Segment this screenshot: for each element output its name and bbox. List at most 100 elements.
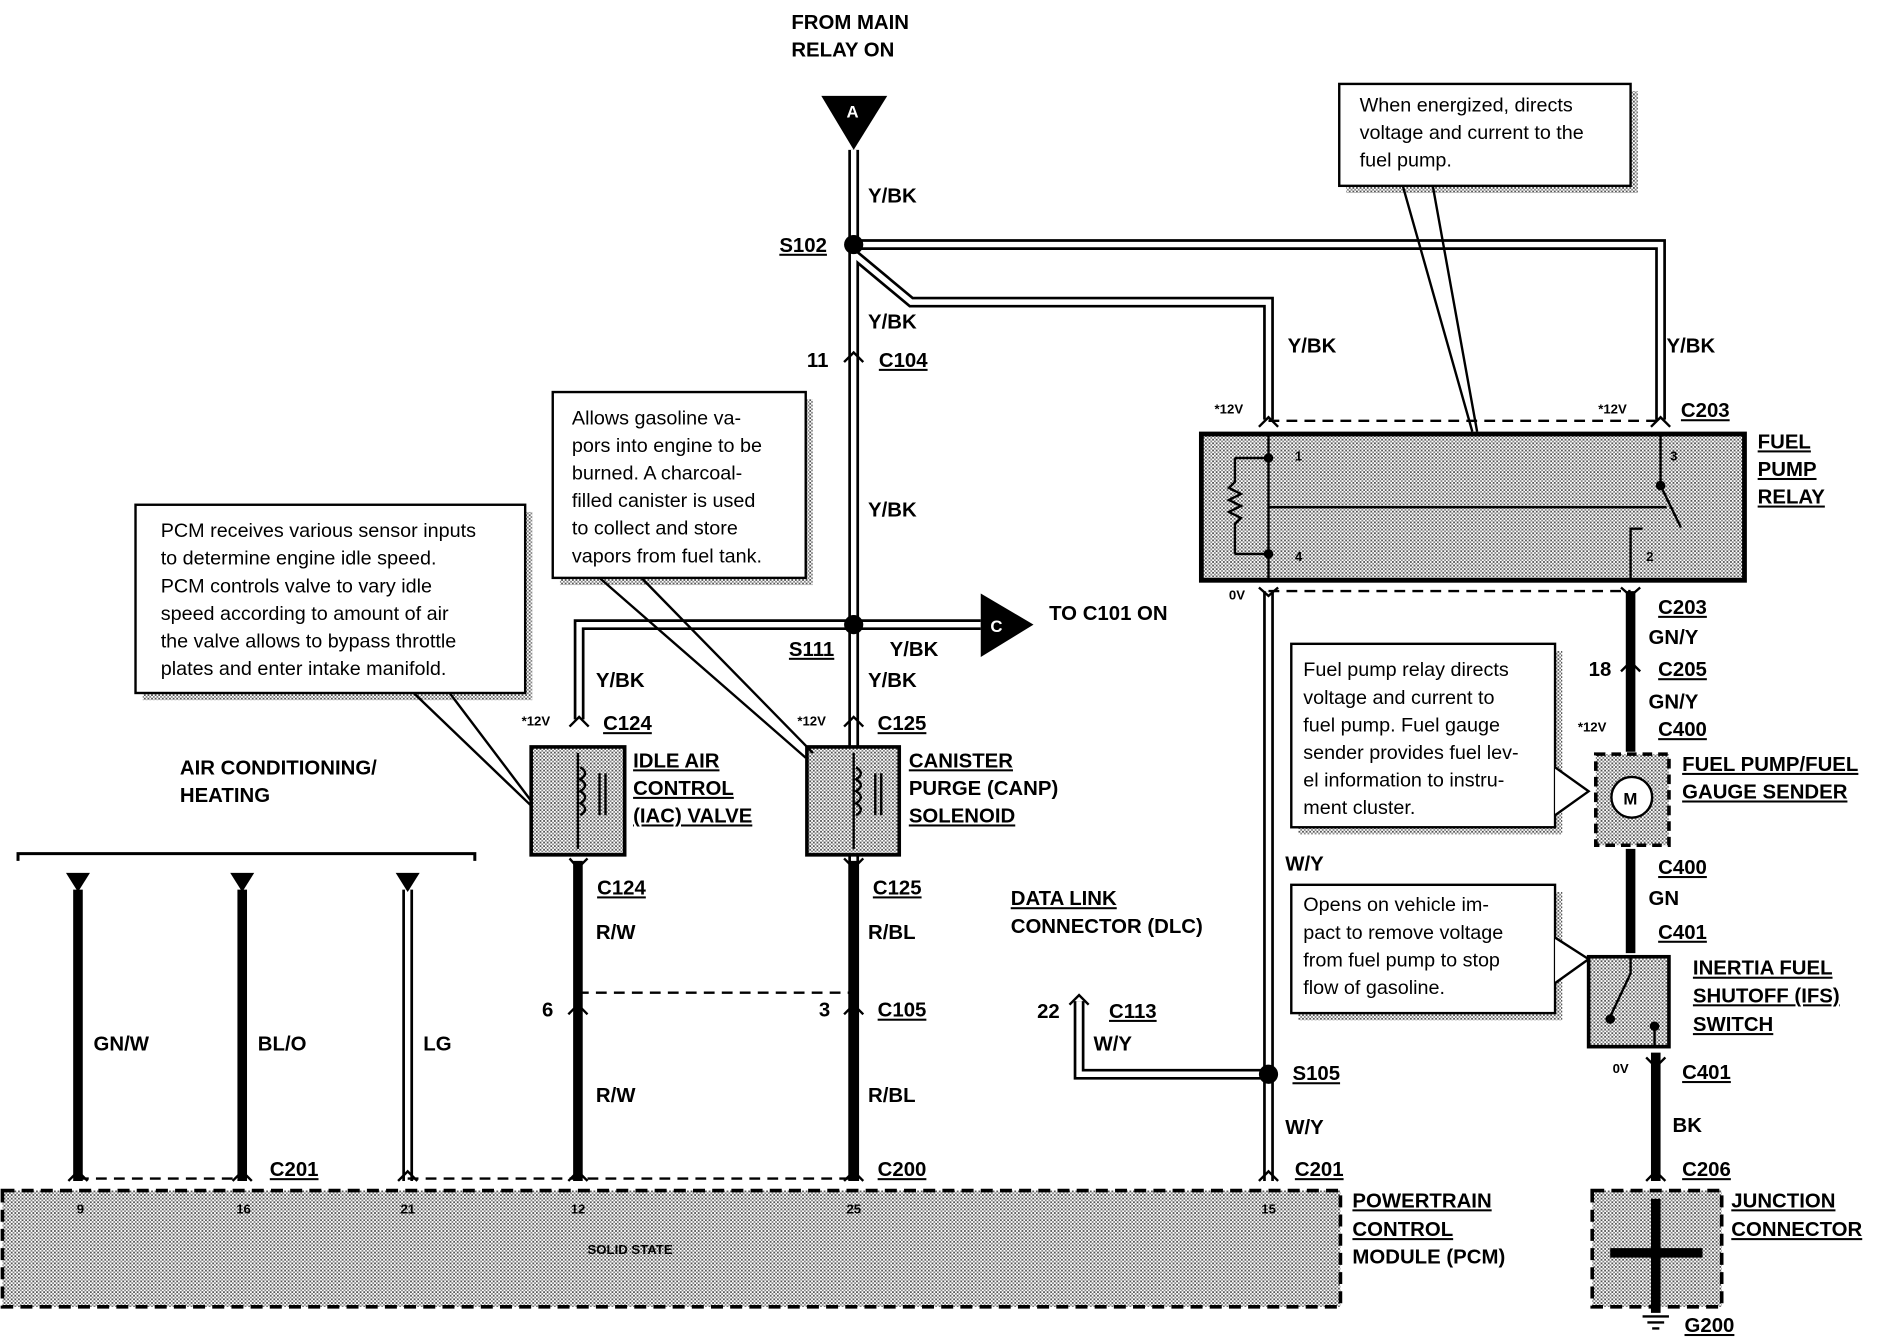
connector-a-label: A [846,102,858,121]
wire-label: Y/BK [868,186,917,208]
wire-label: Y/BK [1288,335,1337,357]
splice-s111-label: S111 [789,639,834,661]
pin-label: 22 [1037,1001,1060,1023]
wire-label: GN/W [94,1033,150,1055]
ifs-label: SWITCH [1693,1014,1773,1036]
pcm-pin: 25 [846,1201,861,1216]
canp-label: SOLENOID [909,805,1015,827]
pcm-pin: 15 [1261,1201,1276,1216]
callout-relay: When energized, directs voltage and curr… [1338,82,1638,432]
canp-label: CANISTER [909,750,1013,772]
arrow-icon [395,872,420,893]
connector-label: C203 [1681,400,1730,422]
relay-pin: 4 [1295,549,1303,564]
motor-symbol: M [1623,789,1637,808]
callout-text: voltage and current to the [1360,122,1584,144]
pin-label: 18 [1589,659,1612,681]
callout-text: pors into engine to be [572,435,762,457]
callout-text: from fuel pump to stop [1303,949,1500,971]
connector-label: C205 [1658,659,1707,681]
fuel-pump-sender: M [1594,752,1671,848]
callout-text: voltage and current to [1303,687,1494,709]
solid-wires [73,591,1661,1181]
iac-label: (IAC) VALVE [633,805,752,827]
wire-label: Y/BK [1667,335,1716,357]
callout-text: PCM controls valve to vary idle [161,575,432,597]
pcm-pin: 21 [400,1201,415,1216]
wire-label: W/Y [1285,853,1324,875]
callout-text: speed according to amount of air [161,603,449,625]
source-label-1: FROM MAIN [791,12,909,34]
ac-heating-brace [16,852,477,861]
voltage-label: *12V [1598,402,1627,417]
connector-label: C401 [1682,1062,1731,1084]
ground-label: G200 [1685,1315,1735,1337]
pcm-label: MODULE (PCM) [1352,1247,1505,1269]
arrow-icon [65,872,90,893]
connector-label: C105 [878,1000,927,1022]
sender-label: GAUGE SENDER [1682,781,1848,803]
connector-label: C400 [1658,857,1707,879]
splice-s102 [844,234,864,255]
callout-text: to determine engine idle speed. [161,548,437,570]
canp-solenoid [805,745,902,857]
voltage-label: *12V [797,713,826,728]
connector-label: C201 [1295,1159,1344,1181]
callout-text: pact to remove voltage [1303,922,1503,944]
pcm-pin: 16 [236,1201,251,1216]
pcm-label: CONTROL [1352,1219,1453,1241]
wire-label: Y/BK [868,670,917,692]
source-label-2: RELAY ON [791,39,894,61]
junction-connector [1590,1188,1724,1330]
wire-label: Y/BK [596,670,645,692]
connector-forks [67,350,1671,1182]
callout-canp: Allows gasoline va- pors into engine to … [551,390,814,759]
voltage-label: *12V [1578,719,1607,734]
callout-text: Allows gasoline va- [572,407,741,429]
connector-c-arrow [980,593,1034,658]
pcm-label: POWERTRAIN [1352,1190,1491,1212]
connector-label: C124 [597,877,646,899]
callout-text: filled canister is used [572,490,755,512]
wire-label: GN/Y [1649,692,1699,714]
callout-ifs: Opens on vehicle im- pact to remove volt… [1290,883,1591,1021]
callout-text: fuel pump. Fuel gauge [1303,714,1500,736]
sender-label: FUEL PUMP/FUEL [1682,754,1858,776]
destination-label: TO C101 ON [1049,603,1168,625]
connector-label: C200 [878,1159,927,1181]
ac-heating-label: HEATING [180,785,270,807]
relay-pin: 1 [1295,448,1302,463]
wire-label: R/BL [868,1085,916,1107]
callout-text: Fuel pump relay directs [1303,659,1509,681]
callout-text: the valve allows to bypass throttle [161,630,457,652]
pcm-pin: 9 [77,1201,84,1216]
pcm-inner-label: SOLID STATE [588,1242,673,1257]
callout-text: vapors from fuel tank. [572,545,762,567]
relay-pin: 3 [1670,448,1677,463]
callout-text: ment cluster. [1303,797,1415,819]
wire-label: Y/BK [868,500,917,522]
inertia-switch [1586,954,1671,1049]
ac-heating-label: AIR CONDITIONING/ [180,758,377,780]
connector-label: C400 [1658,719,1707,741]
callout-text: Opens on vehicle im- [1303,894,1489,916]
arrow-icon [230,872,255,893]
relay-label: RELAY [1758,487,1826,509]
callout-iac: PCM receives various sensor inputs to de… [134,503,533,807]
wire-label: W/Y [1093,1033,1132,1055]
relay-label: FUEL [1758,431,1811,453]
pin-label: 6 [542,1000,553,1022]
wire-label: Y/BK [868,312,917,334]
relay-label: PUMP [1758,459,1817,481]
wire-label: R/BL [868,922,916,944]
pcm-pin: 12 [571,1201,586,1216]
connector-label: C206 [1682,1159,1731,1181]
relay-pin: 2 [1646,549,1653,564]
connector-label: C113 [1109,1001,1157,1023]
callout-text: el information to instru- [1303,769,1504,791]
voltage-label: *12V [522,713,551,728]
callout-sender: Fuel pump relay directs voltage and curr… [1290,642,1591,835]
pin-label: 11 [807,350,829,372]
connector-label: C203 [1658,597,1707,619]
